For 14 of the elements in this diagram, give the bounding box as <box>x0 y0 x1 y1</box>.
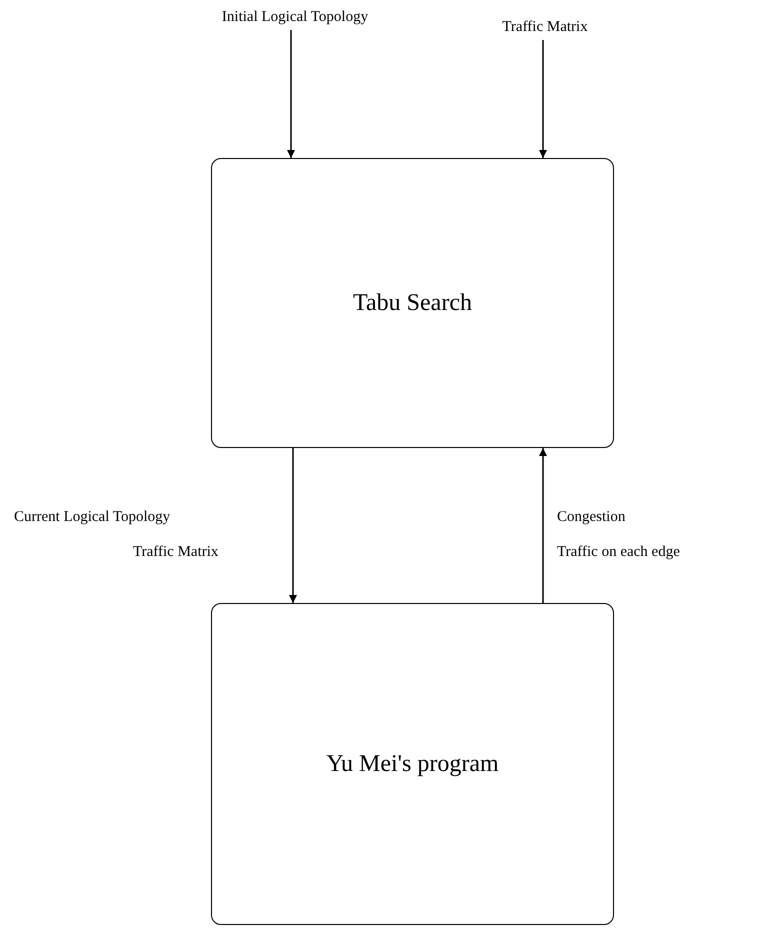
input-label: Traffic Matrix <box>502 18 588 36</box>
arrow <box>539 448 547 603</box>
process-box <box>211 603 614 925</box>
input-label: Initial Logical Topology <box>222 8 368 26</box>
data-label: Traffic Matrix <box>133 544 218 561</box>
box-label: Yu Mei's program <box>326 750 499 778</box>
data-label: Current Logical Topology <box>14 509 170 526</box>
data-label: Congestion <box>557 509 626 526</box>
data-label: Traffic on each edge <box>557 544 680 561</box>
arrow <box>287 30 295 158</box>
process-box <box>211 158 614 448</box>
arrow <box>289 448 297 603</box>
box-label: Tabu Search <box>353 290 472 316</box>
arrow <box>539 40 547 158</box>
